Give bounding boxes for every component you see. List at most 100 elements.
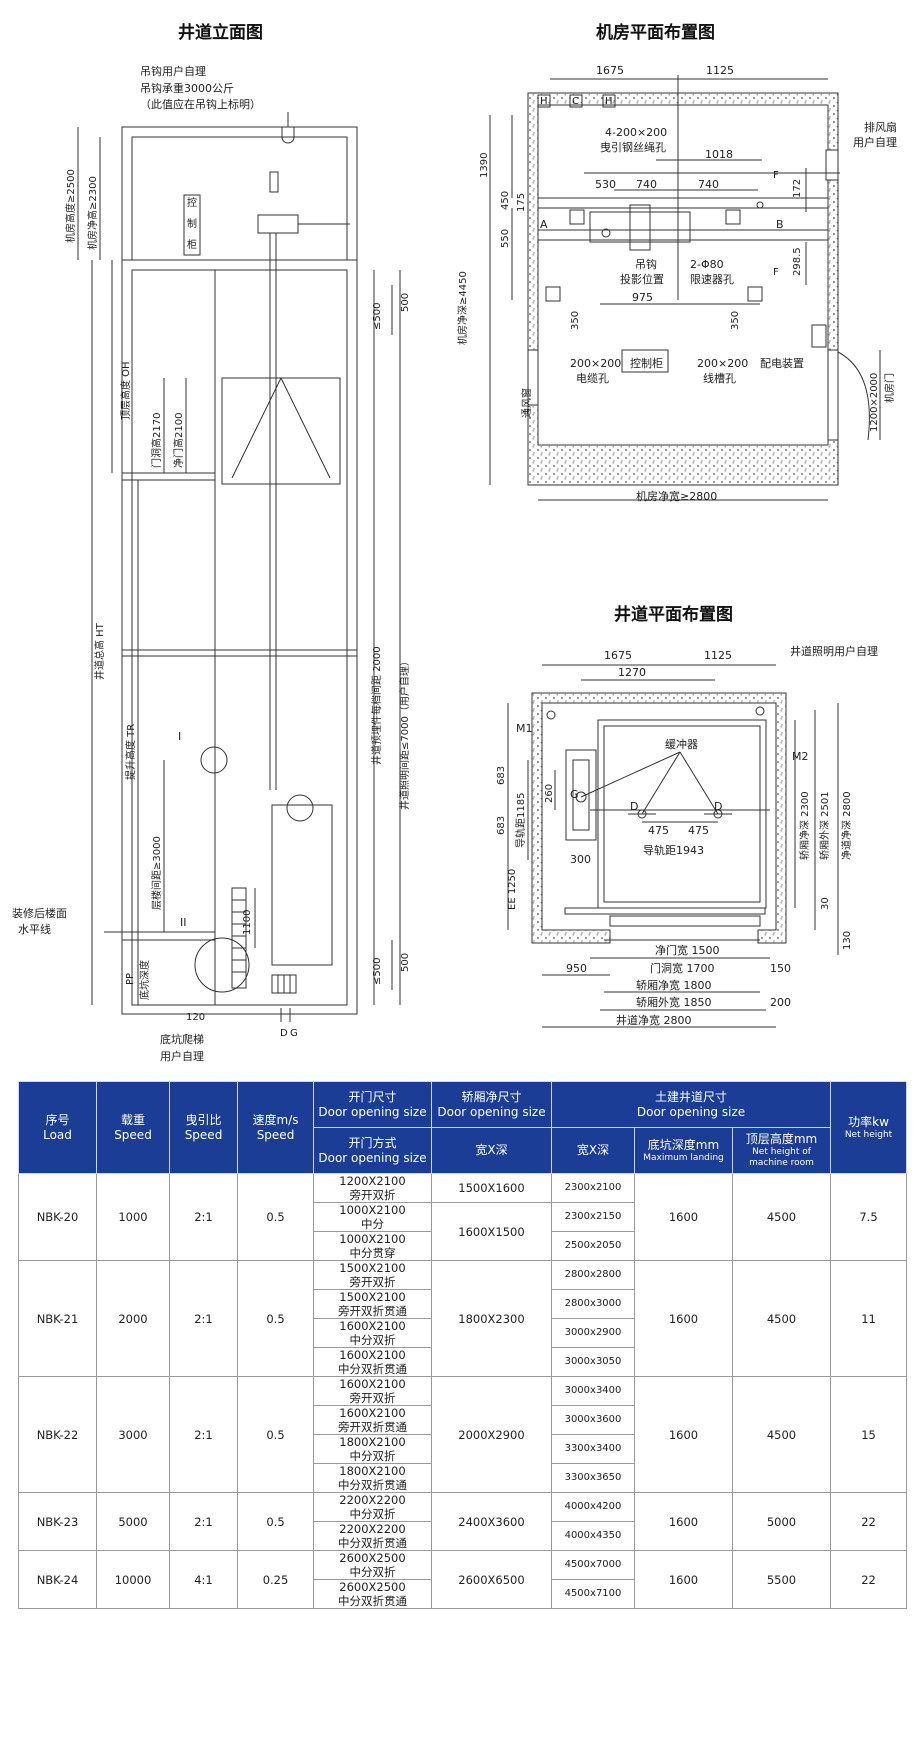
sp-dim-150: 150 <box>770 962 791 975</box>
overhead-cell: 4500 <box>731 1376 832 1493</box>
sp-car-outer-width: 轿厢外宽 1850 <box>636 995 712 1009</box>
door-type: 中分双折 <box>349 1333 396 1347</box>
floor-distance-dim: 层楼间距≥3000 <box>150 836 163 910</box>
shaft-size-cell: 3000x3050 <box>551 1347 635 1377</box>
machine-room-box <box>131 136 348 261</box>
door-type: 旁开双折贯通 <box>338 1304 407 1318</box>
col-car-wd: 宽X深 <box>431 1127 552 1174</box>
mr-dim-1125: 1125 <box>706 64 734 77</box>
model-cell: NBK-23 <box>18 1492 97 1551</box>
mr-mark-C: C <box>572 96 579 107</box>
shaft-size-cell: 4000x4200 <box>551 1492 635 1522</box>
load-cell: 2000 <box>96 1260 170 1377</box>
model-cell: NBK-22 <box>18 1376 97 1493</box>
shaft-outline <box>121 126 358 1015</box>
shaft-size-cell: 2800x2800 <box>551 1260 635 1290</box>
power-cell: 22 <box>830 1492 908 1551</box>
dim-120: 120 <box>186 1012 205 1023</box>
sp-dim-300: 300 <box>570 853 591 866</box>
shaft-plan-labels: 1675 1125 1270 井道照明用户自理 M1 M2 缓冲器 683 68… <box>496 644 878 1027</box>
power-cell: 11 <box>830 1260 908 1377</box>
shaft-plan-title: 井道平面布置图 <box>614 605 733 625</box>
sp-G: G <box>570 788 579 801</box>
pit-cell: 1600 <box>634 1173 733 1261</box>
control-cabinet-label-1: 控 <box>187 196 197 209</box>
sp-M2: M2 <box>792 750 809 763</box>
ratio-cell: 2:1 <box>169 1173 238 1261</box>
door-size: 1000X2100 <box>339 1203 406 1217</box>
sp-dim-1675: 1675 <box>604 649 632 662</box>
machine-room-clear-dim: 机房净高≥2300 <box>86 176 99 250</box>
drawings-canvas: 吊钩用户自理 吊钩承重3000公斤 （此值应在吊钩上标明） 控 制 柜 机房高度… <box>12 64 897 1063</box>
sp-dim-683a: 683 <box>496 766 507 785</box>
control-cabinet-label-2: 制 <box>187 217 197 230</box>
model-cell: NBK-20 <box>18 1173 97 1261</box>
door-type: 旁开双折 <box>349 1391 396 1405</box>
detail-mark-I: I <box>178 730 181 743</box>
mr-mark-A: A <box>540 218 548 231</box>
sp-dim-475b: 475 <box>688 824 709 837</box>
door-type: 中分贯穿 <box>349 1246 396 1260</box>
car-size-cell: 2000X2900 <box>431 1376 552 1493</box>
sp-dim-130: 130 <box>842 931 853 950</box>
mr-holes: 4-200×200 <box>605 126 667 139</box>
door-size: 1500X2100 <box>339 1290 406 1304</box>
mr-mark-F2: F <box>773 267 779 278</box>
load-cell: 1000 <box>96 1173 170 1261</box>
speed-cell: 0.25 <box>237 1550 314 1609</box>
door-type: 中分双折贯通 <box>338 1362 407 1376</box>
door-size: 2600X2500 <box>339 1580 406 1594</box>
sp-clear-door: 净门宽 1500 <box>655 943 720 957</box>
le500-bottom-dim: ≤500 <box>372 958 383 985</box>
mr-fan: 排风扇 <box>864 120 897 134</box>
car-size-cell: 1800X2300 <box>431 1260 552 1377</box>
mr-dim-975: 975 <box>632 291 653 304</box>
power-cell: 22 <box>830 1550 908 1609</box>
load-cell: 3000 <box>96 1376 170 1493</box>
shaft-size-cell: 2800x3000 <box>551 1289 635 1319</box>
mr-dim-175: 175 <box>516 193 527 212</box>
col-shaft-wd: 宽X深 <box>551 1127 635 1174</box>
door-size: 1000X2100 <box>339 1232 406 1246</box>
pit-cell: 1600 <box>634 1260 733 1377</box>
shaft-size-cell: 3300x3650 <box>551 1463 635 1493</box>
mr-rope-holes: 曳引钢丝绳孔 <box>600 140 666 154</box>
control-cabinet-label-3: 柜 <box>187 238 197 251</box>
mr-power: 配电装置 <box>760 357 804 370</box>
door-size: 2200X2200 <box>339 1522 406 1536</box>
sp-car-inner-width: 轿厢净宽 1800 <box>636 978 712 992</box>
power-cell: 7.5 <box>830 1173 908 1261</box>
mr-mark-F1: F <box>773 170 779 181</box>
door-size: 1600X2100 <box>339 1348 406 1362</box>
shaft-size-cell: 3000x3400 <box>551 1376 635 1406</box>
sp-dim-683b: 683 <box>496 816 507 835</box>
sp-dim-260: 260 <box>544 784 555 803</box>
mr-dim-1018: 1018 <box>705 148 733 161</box>
door-type: 旁开双折 <box>349 1188 396 1202</box>
elevator-car <box>221 377 341 485</box>
machine-room-title: 机房平面布置图 <box>596 23 715 43</box>
mr-depth-dim: 机房净深≥4450 <box>456 271 469 345</box>
mr-hole2: 200×200 <box>697 357 748 370</box>
door-type: 中分双折 <box>349 1507 396 1521</box>
speed-cell: 0.5 <box>237 1492 314 1551</box>
car-size-cell: 1600X1500 <box>431 1202 552 1261</box>
mr-dim-530: 530 <box>595 178 616 191</box>
overhead-cell: 4500 <box>731 1173 832 1261</box>
door-size: 1800X2100 <box>339 1435 406 1449</box>
shaft-size-cell: 3000x2900 <box>551 1318 635 1348</box>
